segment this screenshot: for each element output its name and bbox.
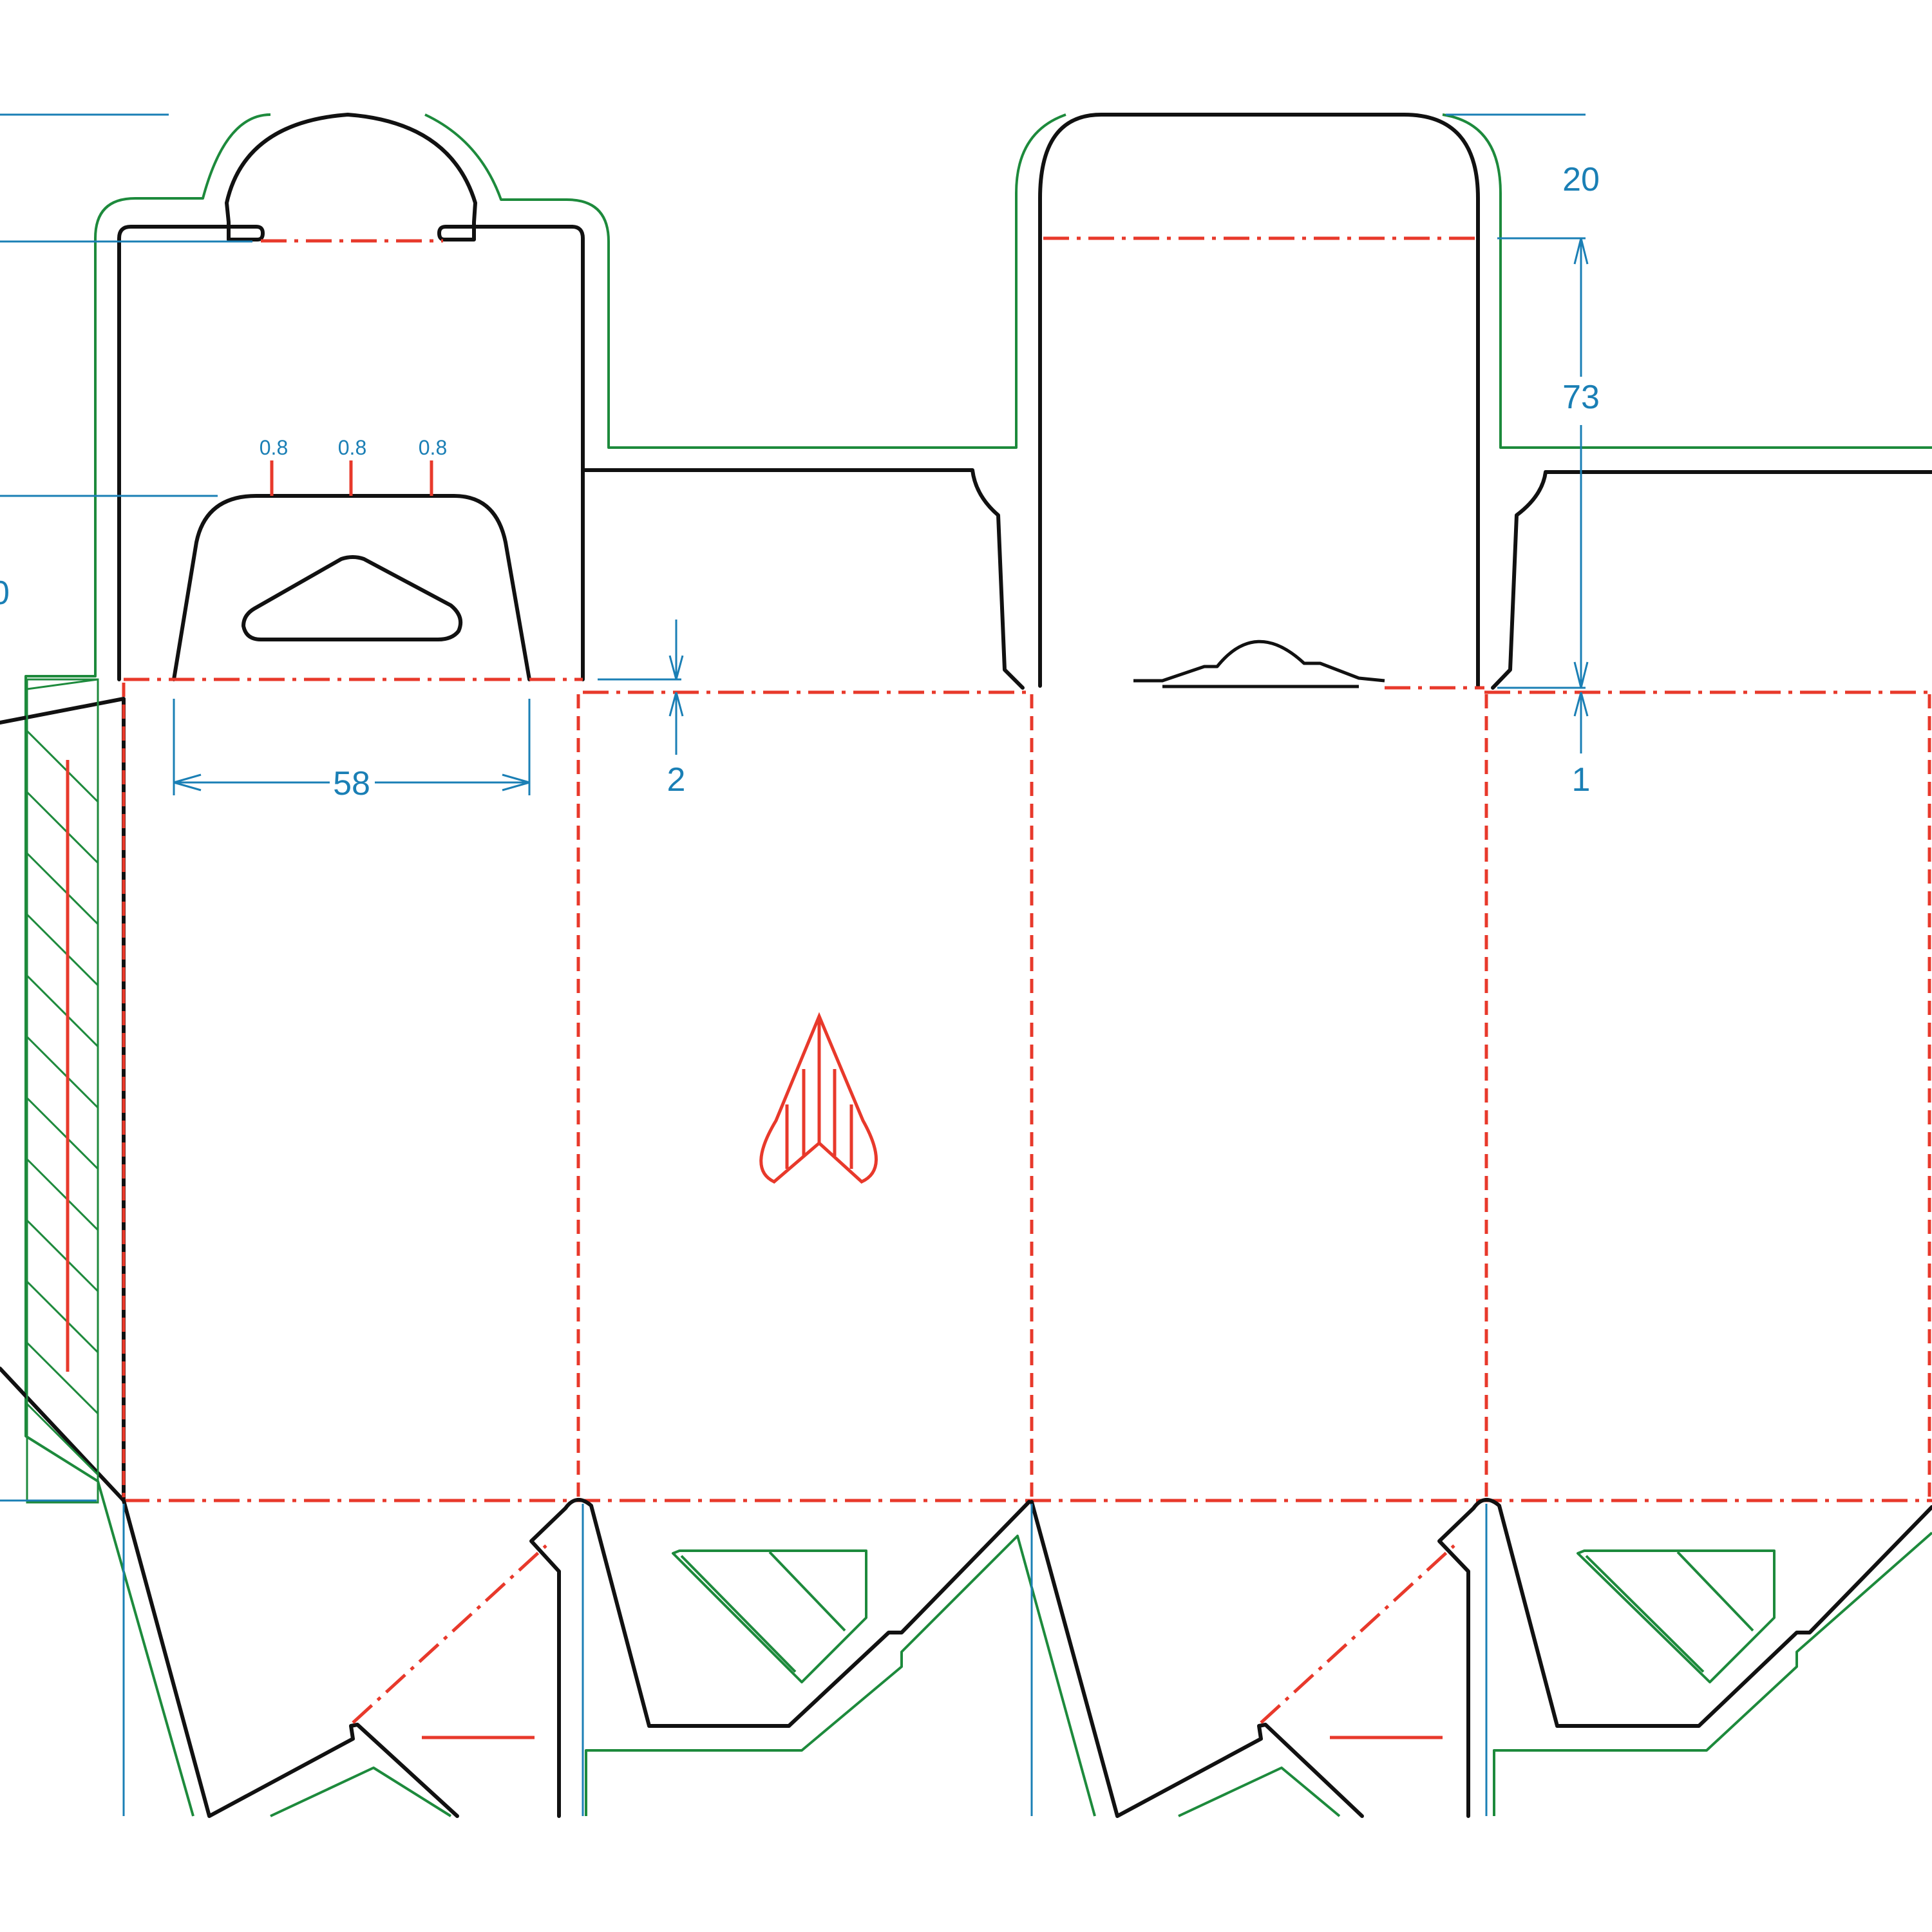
bottom-flaps [122, 1498, 1932, 1818]
dim-label-cropped: 0 [0, 574, 10, 612]
glue-flap [0, 678, 126, 1504]
perf-label-2: 0.8 [338, 436, 366, 459]
bleed-outline [24, 113, 1932, 1817]
thumb-notch [759, 1012, 878, 1184]
dust-flap-left [581, 468, 1025, 690]
dim-label-offset-left: 2 [667, 761, 686, 799]
hang-tab-panel [117, 113, 585, 681]
perf-label-3: 0.8 [419, 436, 447, 459]
dim-label-offset-right: 1 [1572, 761, 1591, 799]
tuck-flap [1038, 113, 1480, 688]
dim-label-dust-flap: 73 [1562, 379, 1600, 416]
dust-flap-right [1491, 470, 1932, 690]
dim-label-top-flap: 20 [1562, 161, 1600, 198]
perf-label-1: 0.8 [260, 436, 288, 459]
dimension-lines [0, 113, 1589, 1816]
body-creases [122, 677, 1932, 1502]
dim-label-handle-width: 58 [333, 765, 370, 802]
